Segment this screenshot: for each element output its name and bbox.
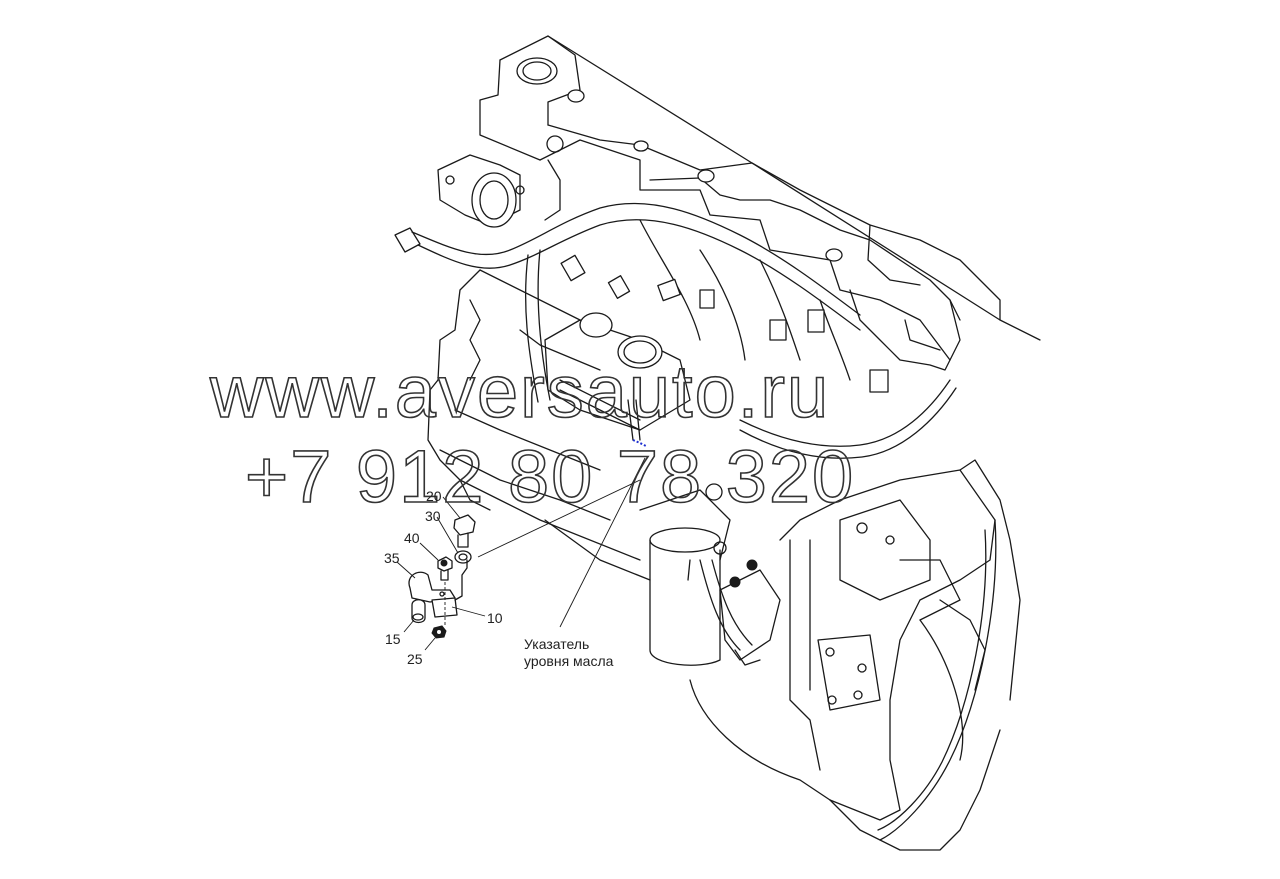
bolt-40 xyxy=(437,556,453,581)
fuel-pump xyxy=(719,559,781,666)
engine-block xyxy=(427,269,641,561)
bolt-20 xyxy=(453,514,476,548)
oil-filter xyxy=(639,483,753,666)
caption-line-1: Указатель xyxy=(524,636,590,652)
watermark-url: www.aversauto.ru xyxy=(209,350,831,433)
callout-40: 40 xyxy=(404,530,420,546)
callout-15: 15 xyxy=(385,631,401,647)
valve-cover xyxy=(479,35,1041,371)
callout-35: 35 xyxy=(384,550,400,566)
injector-lines xyxy=(560,219,957,459)
watermark-phone: +7 912 80 78 320 xyxy=(244,435,856,518)
intake-flange xyxy=(437,135,564,228)
oil-pan xyxy=(544,519,831,801)
caption-line-2: уровня масла xyxy=(524,653,614,669)
nut-25 xyxy=(431,625,447,639)
leader-lines xyxy=(396,457,646,651)
oil-level-indicator-caption: Указатель уровня масла xyxy=(524,636,613,670)
flywheel-housing xyxy=(779,459,1021,851)
fuel-pipe xyxy=(394,202,861,403)
callout-30: 30 xyxy=(425,508,441,524)
callout-25: 25 xyxy=(407,651,423,667)
callout-20: 20 xyxy=(426,488,442,504)
breather xyxy=(544,312,691,441)
sleeve-15 xyxy=(411,599,426,624)
callout-10: 10 xyxy=(487,610,503,626)
dipstick-handle-marker xyxy=(632,439,647,447)
bracket-10 xyxy=(431,559,468,618)
